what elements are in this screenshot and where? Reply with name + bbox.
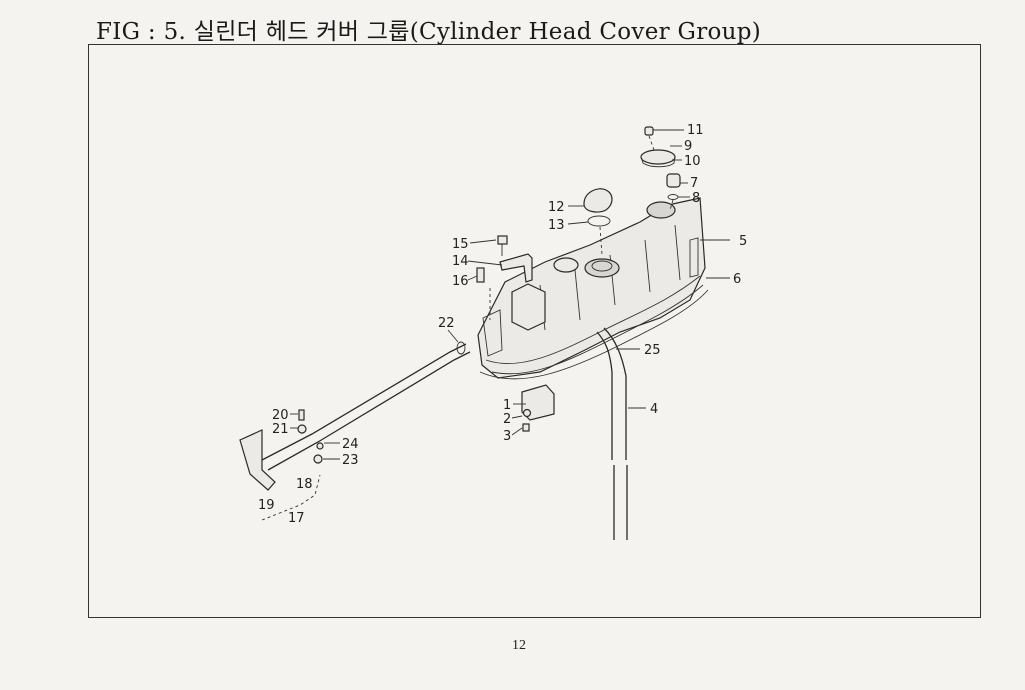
callout-23: 23 (342, 453, 359, 468)
callout-7: 7 (690, 176, 698, 191)
callout-17: 17 (288, 511, 305, 526)
cylinder-head-cover (477, 197, 706, 379)
breather-valve (521, 384, 555, 432)
bracket-assembly (476, 235, 533, 320)
callout-6: 6 (733, 272, 741, 287)
small-fittings (297, 409, 324, 464)
breather-hose (596, 327, 628, 540)
callout-16: 16 (452, 274, 469, 289)
oil-filler-cap (640, 126, 676, 168)
callout-25: 25 (644, 343, 661, 358)
callout-4: 4 (650, 402, 658, 417)
callout-22: 22 (438, 316, 455, 331)
callout-15: 15 (452, 237, 469, 252)
callout-12: 12 (548, 200, 565, 215)
callout-24: 24 (342, 437, 359, 452)
callout-21: 21 (272, 422, 289, 437)
callout-8: 8 (692, 191, 700, 206)
callout-9: 9 (684, 139, 692, 154)
head-cover-gasket (479, 289, 709, 380)
page-number: 12 (512, 638, 526, 653)
callout-numbers: 11 9 10 7 8 5 6 12 13 15 14 16 22 25 4 1… (258, 123, 747, 526)
callout-5: 5 (739, 234, 747, 249)
callout-20: 20 (272, 408, 289, 423)
callout-10: 10 (684, 154, 701, 169)
diagram-frame (88, 44, 981, 618)
callout-1: 1 (503, 398, 511, 413)
callout-14: 14 (452, 254, 469, 269)
callout-13: 13 (548, 218, 565, 233)
callout-3: 3 (503, 429, 511, 444)
leader-lines (290, 129, 730, 460)
callout-2: 2 (503, 412, 511, 427)
breather-pipe (239, 341, 471, 521)
callout-19: 19 (258, 498, 275, 513)
callout-18: 18 (296, 477, 313, 492)
page-title: FIG : 5. 실린더 헤드 커버 그룹(Cylinder Head Cove… (96, 19, 762, 45)
filler-cap-and-o-ring (583, 188, 613, 256)
callout-11: 11 (687, 123, 704, 138)
